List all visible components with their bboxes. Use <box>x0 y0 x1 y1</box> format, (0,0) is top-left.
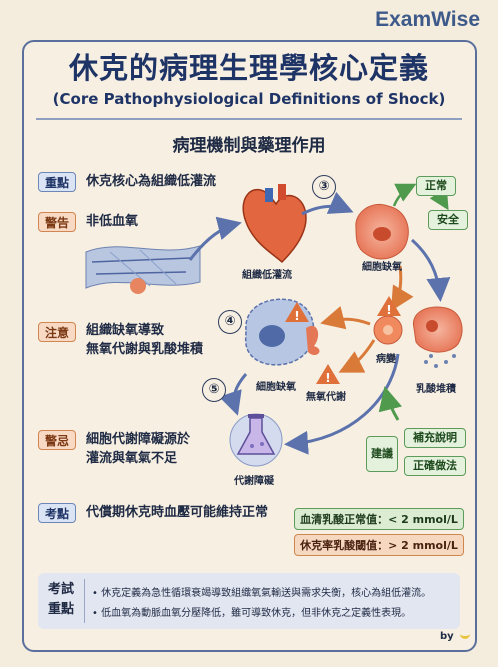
label-heart: 組織低灌流 <box>242 270 292 281</box>
advice-item-1: 補充說明 <box>404 428 466 448</box>
label-flask: 代謝障礙 <box>234 476 274 487</box>
outcome-normal: 正常 <box>416 176 456 196</box>
advice-item-2: 正確做法 <box>404 456 466 476</box>
exam-bullet-2: • 低血氧為動脈血氧分壓降低，雖可導致休克，但非休克之定義性表現。 <box>92 608 412 619</box>
byline-text: by <box>440 631 454 642</box>
exam-tag-line2: 重點 <box>47 602 74 617</box>
lesion-cell-icon <box>373 315 403 345</box>
point-tag-warning: 警告 <box>38 212 77 232</box>
point-text-caution-1: 組織缺氧導致 <box>86 323 165 338</box>
point-text-key: 休克核心為組織低灌流 <box>86 174 217 189</box>
point-text-contra-1: 細胞代謝障礙源於 <box>86 432 191 447</box>
point-tag-exam: 考點 <box>38 503 77 523</box>
vessel-icon <box>85 245 201 294</box>
point-tag-key: 重點 <box>38 172 77 192</box>
label-anaerobic: 無氧代謝 <box>306 392 346 403</box>
banana-icon <box>460 628 471 639</box>
exam-tag-line1: 考試 <box>47 582 74 597</box>
lactate-shock-threshold: 休克率乳酸閾值：> 2 mmol/L <box>294 534 464 556</box>
point-text-warning: 非低血氧 <box>86 214 139 229</box>
step-number-3: ③ <box>312 175 336 199</box>
point-text-contra-2: 灌流與氧氣不足 <box>86 451 178 466</box>
label-lesion: 病變 <box>376 354 396 365</box>
exam-divider <box>84 579 85 623</box>
page-subtitle: (Core Pathophysiological Definitions of … <box>52 90 446 108</box>
heart-icon <box>242 184 307 264</box>
warning-icon: ! <box>316 364 340 385</box>
label-damaged-cell: 細胞缺氧 <box>256 382 296 393</box>
advice-tag: 建議 <box>366 436 398 472</box>
damaged-cell-icon <box>244 298 320 366</box>
lactate-normal-value: 血清乳酸正常值：< 2 mmol/L <box>294 508 464 530</box>
outcome-safe: 安全 <box>428 210 468 230</box>
step-number-5: ⑤ <box>202 378 226 402</box>
brand-logo: ExamWise <box>375 8 480 31</box>
warning-icon: ! <box>377 296 401 317</box>
section-title: 病理機制與藥理作用 <box>172 136 326 156</box>
lactate-cell-icon <box>412 306 463 368</box>
byline: by <box>440 628 471 642</box>
label-hypoxic-cell: 細胞缺氧 <box>362 262 402 273</box>
step-number-4: ④ <box>218 310 242 334</box>
exam-tag: 考試 重點 <box>44 580 78 620</box>
svg-text:!: ! <box>386 303 391 317</box>
warning-icon: ! <box>285 302 309 323</box>
svg-text:!: ! <box>325 371 330 385</box>
exam-bullet-1: • 休克定義為急性循環衰竭導致組織氧氣輸送與需求失衡，核心為組低灌流。 <box>92 588 432 599</box>
point-text-exam: 代償期休克時血壓可能維持正常 <box>86 505 269 520</box>
flask-icon <box>229 413 283 467</box>
point-tag-contra: 警忌 <box>38 430 77 450</box>
page-title: 休克的病理生理學核心定義 <box>68 51 429 85</box>
label-lactate: 乳酸堆積 <box>416 384 456 395</box>
hypoxic-cell-icon <box>355 204 409 260</box>
svg-text:!: ! <box>294 309 299 323</box>
title-divider <box>36 118 462 120</box>
exam-box <box>38 573 460 629</box>
point-text-caution-2: 無氧代謝與乳酸堆積 <box>86 342 204 357</box>
point-tag-caution: 注意 <box>38 322 77 342</box>
